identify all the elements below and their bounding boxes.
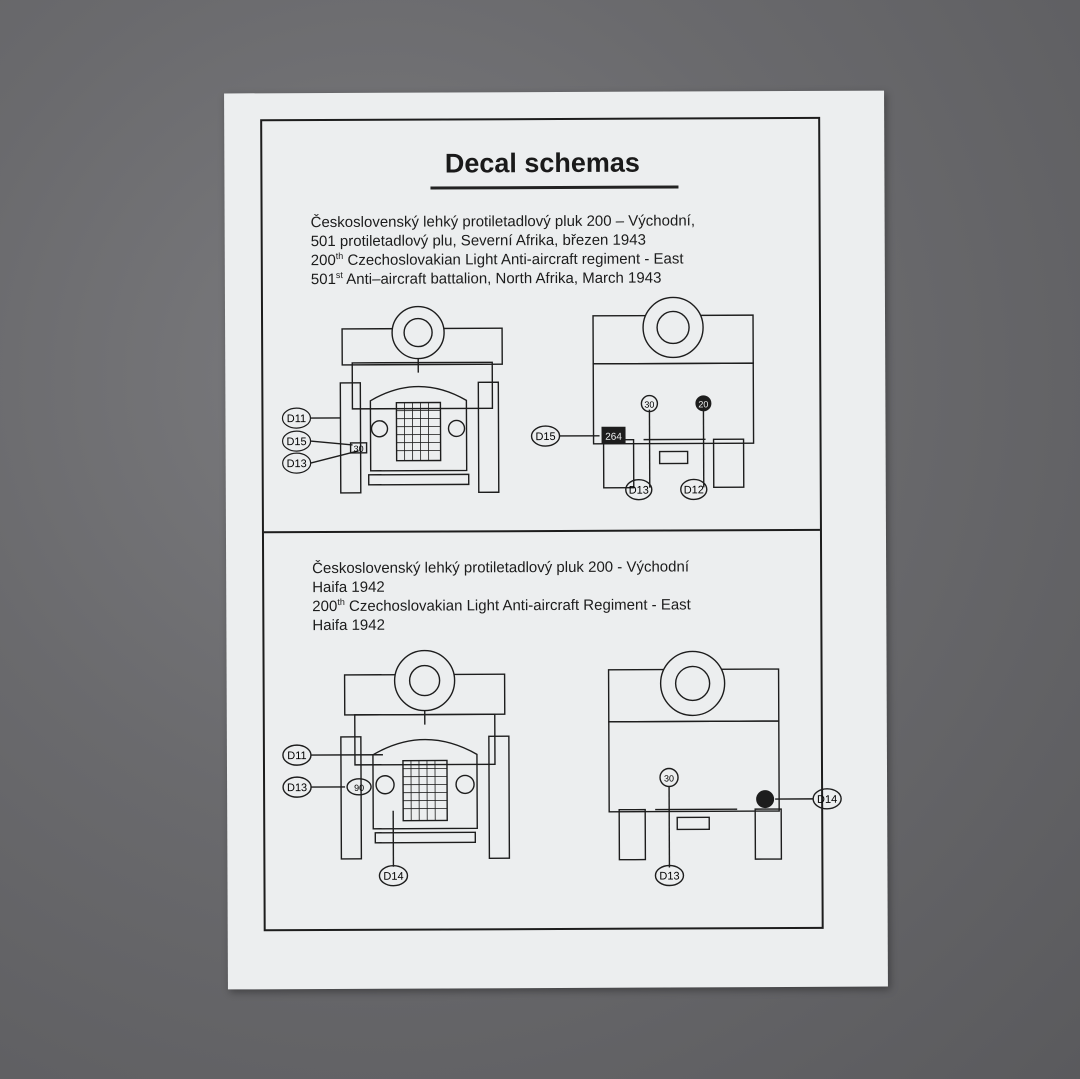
section1-line4: 501st Anti–aircraft battalion, North Afr… [310, 269, 662, 289]
front-mark-90: 90 [354, 783, 364, 793]
section1-line1: Československý lehký protiletadlový pluk… [310, 212, 696, 232]
section2-rear-view-drawing: 30 D13 D14 [607, 650, 842, 887]
section2-line3: 200th Czechoslovakian Light Anti-aircraf… [312, 596, 691, 616]
section2-line2: Haifa 1942 [312, 578, 385, 597]
section1-line3: 200th Czechoslovakian Light Anti-aircraf… [310, 250, 684, 270]
callout-d13-rear-s2: D13 [659, 870, 679, 882]
instruction-sheet: Decal schemas Československý lehký proti… [224, 90, 888, 990]
callout-d13-s2: D13 [287, 782, 307, 794]
callout-d11-s2: D11 [287, 750, 306, 762]
front-plate-number: 30 [354, 444, 364, 454]
section1-front-view-drawing: 30 D11 D15 D13 [281, 305, 503, 494]
callout-d12-rear: D12 [684, 484, 704, 496]
callout-d14-s2: D14 [383, 871, 403, 883]
callout-d13: D13 [287, 458, 307, 470]
callout-d15: D15 [286, 436, 306, 448]
callout-d11: D11 [287, 413, 306, 425]
title-underline [430, 185, 679, 190]
section2-line1: Československý lehký protiletadlový pluk… [312, 558, 690, 578]
page-title: Decal schemas [444, 147, 640, 179]
callout-d13-rear: D13 [629, 485, 649, 497]
callout-d15-rear: D15 [535, 431, 555, 443]
rear-mark-30: 30 [644, 400, 654, 410]
sheet-frame: Decal schemas Československý lehký proti… [260, 116, 842, 932]
section2-front-view-drawing: D11 D13 D14 90 [282, 649, 511, 887]
section1-caption: Československý lehký protiletadlový pluk… [311, 211, 696, 289]
section-divider [263, 528, 820, 534]
section1-line2: 501 protiletadlový plu, Severní Afrika, … [310, 231, 646, 251]
rear-plate-number: 264 [605, 432, 622, 443]
section2-caption: Československý lehký protiletadlový pluk… [312, 557, 691, 635]
section1-rear-view-drawing: 264 30 20 D15 D13 D12 [530, 296, 755, 501]
rear-mark-20: 20 [698, 399, 708, 409]
section2-line4: Haifa 1942 [312, 616, 385, 635]
callout-d14-rear-s2: D14 [817, 794, 837, 806]
rear-mark-30-s2: 30 [664, 773, 674, 783]
